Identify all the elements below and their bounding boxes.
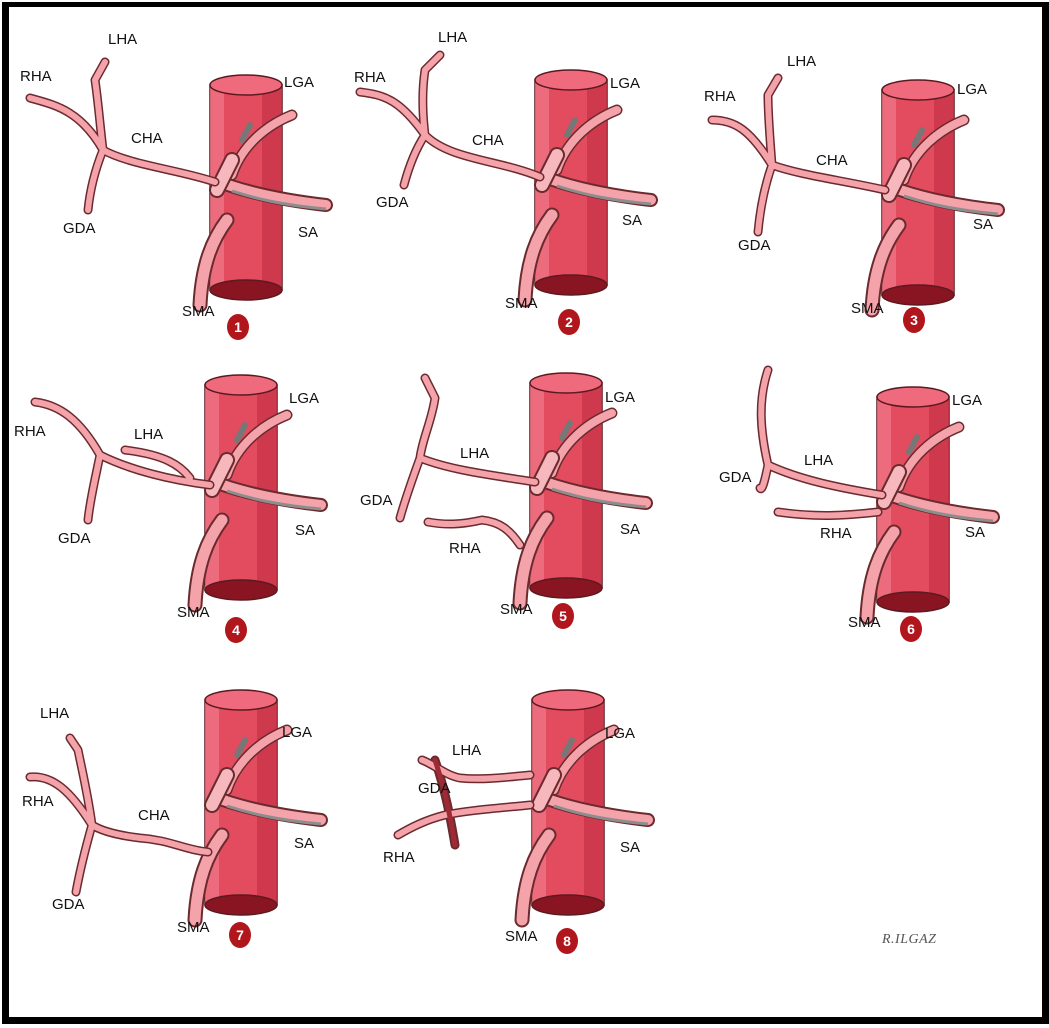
label-sma: SMA — [177, 604, 210, 621]
label-gda: GDA — [376, 194, 409, 211]
variant-panel-1: LHA RHA CHA GDA LGA SA SMA 1 — [20, 31, 326, 340]
label-lha: LHA — [438, 29, 467, 46]
aorta-group — [872, 80, 998, 310]
variant-number: 8 — [563, 933, 571, 949]
label-sa: SA — [620, 521, 640, 538]
variant-panel-7: LHA RHA CHA GDA LGA SA SMA 7 — [22, 690, 321, 948]
variant-panel-6: LHA RHA GDA LGA SA SMA 6 — [719, 370, 993, 642]
label-sma: SMA — [505, 295, 538, 312]
label-lga: LGA — [605, 389, 635, 406]
label-lga: LGA — [284, 74, 314, 91]
label-lga: LGA — [289, 390, 319, 407]
label-gda: GDA — [719, 469, 752, 486]
label-rha: RHA — [820, 525, 852, 542]
label-sa: SA — [295, 522, 315, 539]
label-sa: SA — [622, 212, 642, 229]
variant-number: 3 — [910, 312, 918, 328]
label-sa: SA — [965, 524, 985, 541]
aorta-group — [525, 70, 651, 300]
label-sa: SA — [620, 839, 640, 856]
variant-number: 6 — [907, 621, 915, 637]
label-gda: GDA — [63, 220, 96, 237]
label-lga: LGA — [282, 724, 312, 741]
variant-number: 7 — [236, 927, 244, 943]
label-rha: RHA — [20, 68, 52, 85]
label-gda: GDA — [418, 780, 451, 797]
variant-number: 1 — [234, 319, 242, 335]
label-lha: LHA — [460, 445, 489, 462]
label-lga: LGA — [610, 75, 640, 92]
label-lga: LGA — [957, 81, 987, 98]
label-rha: RHA — [22, 793, 54, 810]
aorta-group — [520, 373, 646, 603]
label-cha: CHA — [816, 152, 848, 169]
variant-number: 5 — [559, 608, 567, 624]
label-lha: LHA — [804, 452, 833, 469]
label-sa: SA — [294, 835, 314, 852]
label-rha: RHA — [449, 540, 481, 557]
label-cha: CHA — [131, 130, 163, 147]
label-cha: CHA — [138, 807, 170, 824]
author-signature: R.ILGAZ — [882, 932, 936, 948]
label-rha: RHA — [354, 69, 386, 86]
label-sma: SMA — [851, 300, 884, 317]
variant-panel-2: LHA RHA CHA GDA LGA SA SMA 2 — [354, 29, 651, 335]
label-rha: RHA — [14, 423, 46, 440]
label-rha: RHA — [383, 849, 415, 866]
label-lha: LHA — [108, 31, 137, 48]
label-gda: GDA — [360, 492, 393, 509]
variant-number: 4 — [232, 622, 240, 638]
label-sma: SMA — [505, 928, 538, 945]
label-lha: LHA — [134, 426, 163, 443]
variant-panel-3: LHA RHA CHA GDA LGA SA SMA 3 — [704, 53, 998, 333]
label-lha: LHA — [787, 53, 816, 70]
label-sma: SMA — [177, 919, 210, 936]
label-lga: LGA — [952, 392, 982, 409]
variant-panel-5: LHA RHA GDA LGA SA SMA 5 — [360, 373, 646, 629]
label-gda: GDA — [738, 237, 771, 254]
label-sa: SA — [298, 224, 318, 241]
label-cha: CHA — [472, 132, 504, 149]
label-gda: GDA — [58, 530, 91, 547]
variant-panel-4: LHA RHA GDA LGA SA SMA 4 — [14, 375, 321, 643]
label-lha: LHA — [40, 705, 69, 722]
label-lha: LHA — [452, 742, 481, 759]
aorta-group — [195, 375, 321, 605]
aorta-group — [867, 387, 993, 617]
label-sma: SMA — [500, 601, 533, 618]
label-gda: GDA — [52, 896, 85, 913]
label-sa: SA — [973, 216, 993, 233]
label-lga: LGA — [605, 725, 635, 742]
aorta-group — [200, 75, 326, 305]
label-sma: SMA — [848, 614, 881, 631]
variant-panel-8: LHA GDA RHA LGA SA SMA 8 — [383, 690, 648, 954]
variant-number: 2 — [565, 314, 573, 330]
label-rha: RHA — [704, 88, 736, 105]
label-sma: SMA — [182, 303, 215, 320]
